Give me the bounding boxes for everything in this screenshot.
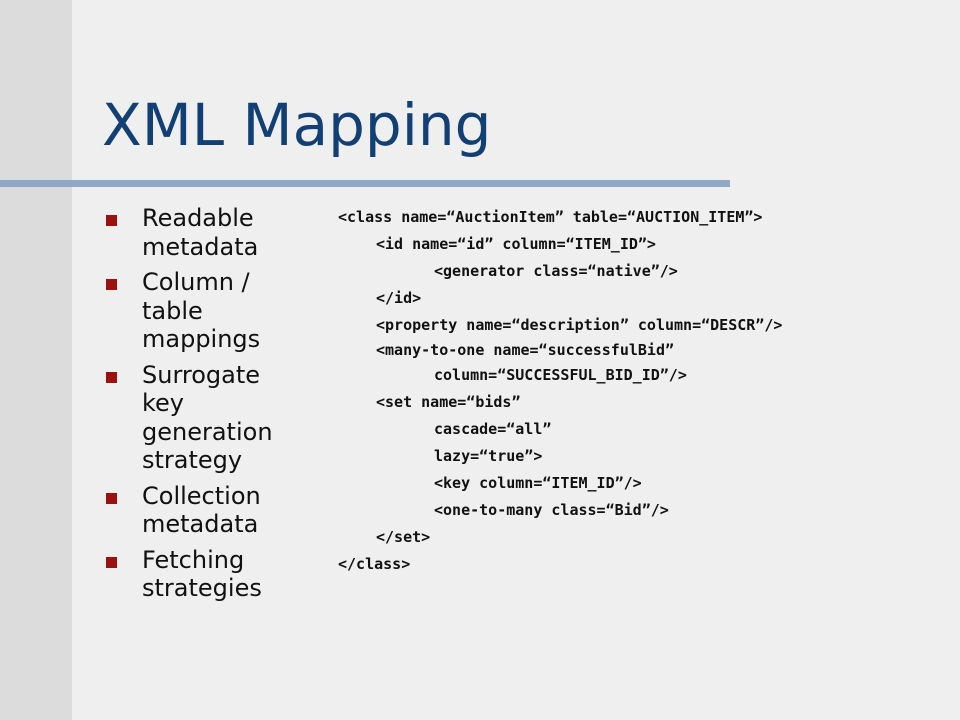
code-line: <class name=“AuctionItem” table=“AUCTION… <box>338 208 763 226</box>
bullet-item: Fetching strategies <box>104 546 304 603</box>
bullet-item: Column / table mappings <box>104 268 304 354</box>
bullet-list: Readable metadata Column / table mapping… <box>104 204 304 610</box>
code-line: </class> <box>338 555 411 573</box>
square-bullet-icon <box>106 215 117 226</box>
bullet-text: Surrogate key generation strategy <box>142 360 273 475</box>
code-line: <id name=“id” column=“ITEM_ID”> <box>376 235 656 253</box>
code-line: cascade=“all” <box>434 420 552 438</box>
code-line: column=“SUCCESSFUL_BID_ID”/> <box>434 366 687 384</box>
code-line: <property name=“description” column=“DES… <box>376 316 783 334</box>
bullet-item: Collection metadata <box>104 482 304 539</box>
code-line: </set> <box>376 528 431 546</box>
left-stripe <box>0 0 72 720</box>
square-bullet-icon <box>106 556 117 568</box>
xml-code-block: <class name=“AuctionItem” table=“AUCTION… <box>338 204 938 578</box>
code-line: <generator class=“native”/> <box>434 262 678 280</box>
code-line: <many-to-one name=“successfulBid” <box>376 341 675 359</box>
bullet-text: Fetching strategies <box>142 545 262 603</box>
square-bullet-icon <box>106 492 117 504</box>
code-line: lazy=“true”> <box>434 447 543 465</box>
code-line: <set name=“bids” <box>376 393 521 411</box>
code-line: <one-to-many class=“Bid”/> <box>434 501 669 519</box>
bullet-item: Surrogate key generation strategy <box>104 361 304 475</box>
bullet-item: Readable metadata <box>104 204 304 261</box>
bullet-text: Readable metadata <box>142 204 259 261</box>
title-underline <box>0 180 730 187</box>
bullet-text: Collection metadata <box>142 481 261 539</box>
square-bullet-icon <box>106 371 117 383</box>
code-line: <key column=“ITEM_ID”/> <box>434 474 642 492</box>
slide-title: XML Mapping <box>102 91 492 159</box>
bullet-text: Column / table mappings <box>142 268 261 353</box>
code-line: </id> <box>376 289 422 307</box>
square-bullet-icon <box>106 279 117 290</box>
